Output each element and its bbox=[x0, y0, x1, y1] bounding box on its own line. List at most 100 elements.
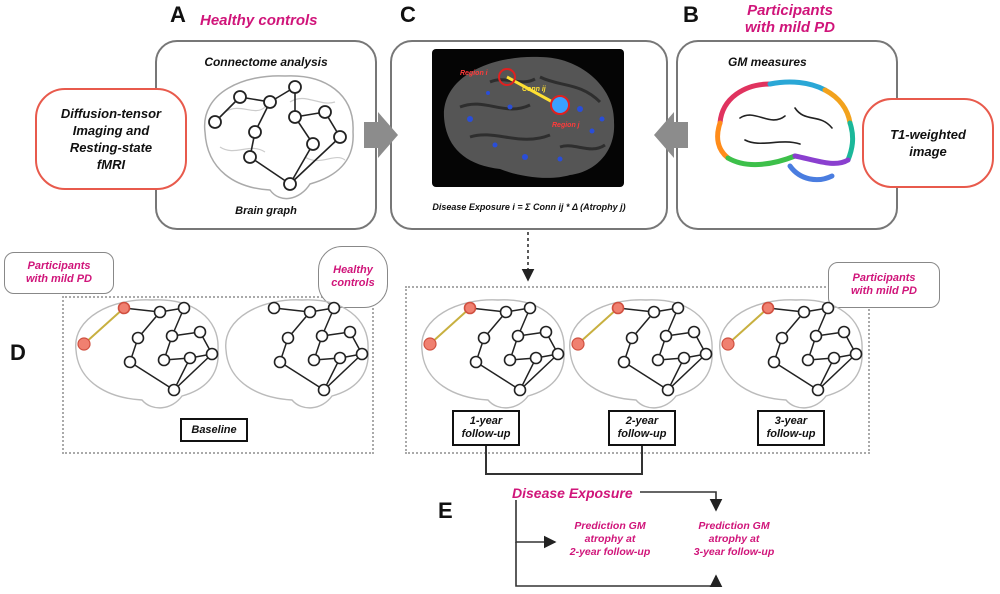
panel-a-heading: Connectome analysis bbox=[204, 55, 328, 69]
graph-node bbox=[827, 351, 841, 365]
fu2-line1: 2-year bbox=[625, 415, 659, 427]
graph-edge bbox=[129, 361, 175, 391]
graph-node bbox=[469, 355, 483, 369]
seed-node bbox=[423, 337, 437, 351]
brain-outline bbox=[225, 299, 369, 409]
dti-line4: fMRI bbox=[96, 157, 126, 172]
region-j-marker bbox=[550, 95, 570, 115]
graph-edge bbox=[623, 361, 669, 391]
panel-a-title: Healthy controls bbox=[200, 12, 318, 29]
right-pd-label: Participants with mild PD bbox=[828, 262, 940, 308]
graph-node bbox=[205, 347, 219, 361]
graph-node bbox=[687, 325, 701, 339]
graph-node bbox=[165, 329, 179, 343]
seed-edge bbox=[429, 307, 471, 345]
gm-parcellation-brain bbox=[715, 79, 856, 183]
graph-node bbox=[317, 383, 331, 397]
baseline-dotted-group bbox=[62, 296, 374, 454]
seed-edge bbox=[577, 307, 619, 345]
graph-node bbox=[671, 301, 685, 315]
disease-exposure-label: Disease Exposure bbox=[512, 485, 633, 501]
brain-outline bbox=[719, 299, 863, 409]
baseline-hc-brain bbox=[225, 299, 369, 409]
brain-outline bbox=[421, 299, 565, 409]
graph-node bbox=[167, 383, 181, 397]
panel-b-box: GM measures bbox=[676, 40, 898, 230]
arrow-b-to-c bbox=[654, 112, 688, 158]
panel-b-title: Participants with mild PD bbox=[720, 2, 860, 36]
graph-node bbox=[315, 329, 329, 343]
graph-node bbox=[837, 325, 851, 339]
dti-line2: Imaging and bbox=[72, 123, 150, 138]
panel-a-brain-graph bbox=[204, 75, 354, 200]
graph-node bbox=[333, 351, 347, 365]
panel-letter-a: A bbox=[170, 2, 186, 27]
graph-node bbox=[659, 329, 673, 343]
graph-node bbox=[343, 325, 357, 339]
graph-node bbox=[529, 351, 543, 365]
prediction-3yr: Prediction GM atrophy at 3-year follow-u… bbox=[674, 520, 794, 559]
graph-node bbox=[611, 301, 625, 315]
graph-edge bbox=[323, 353, 363, 391]
cortex-render: Region i Conn ij Region j bbox=[443, 56, 615, 178]
panel-letter-c: C bbox=[400, 2, 416, 27]
panel-b-input-pill: T1-weighted image bbox=[862, 98, 994, 188]
graph-node bbox=[281, 331, 295, 345]
seed-node bbox=[77, 337, 91, 351]
region-i-label: Region i bbox=[460, 70, 489, 77]
disease-exposure-formula: Disease Exposure i = Σ Conn ij * Δ (Atro… bbox=[432, 202, 626, 212]
prediction-2yr: Prediction GM atrophy at 2-year follow-u… bbox=[550, 520, 670, 559]
panel-a-caption: Brain graph bbox=[235, 205, 297, 217]
graph-node bbox=[177, 301, 191, 315]
graph-edge bbox=[475, 361, 521, 391]
graph-node bbox=[193, 325, 207, 339]
seed-node bbox=[571, 337, 585, 351]
graph-node bbox=[617, 355, 631, 369]
seed-edge bbox=[727, 307, 769, 345]
graph-node bbox=[801, 353, 815, 367]
graph-node bbox=[267, 301, 281, 315]
t1-line2: image bbox=[909, 144, 947, 159]
graph-node bbox=[821, 301, 835, 315]
right-pd-line2: with mild PD bbox=[851, 285, 917, 297]
region-j-label: Region j bbox=[552, 122, 581, 129]
graph-node bbox=[153, 305, 167, 319]
followup-dotted-group bbox=[405, 286, 870, 454]
graph-node bbox=[327, 301, 341, 315]
graph-node bbox=[809, 329, 823, 343]
graph-node bbox=[551, 347, 565, 361]
fu3-line2: follow-up bbox=[766, 428, 816, 440]
graph-node bbox=[117, 301, 131, 315]
graph-edge bbox=[173, 353, 213, 391]
graph-node bbox=[273, 355, 287, 369]
panel-a-input-pill: Diffusion-tensor Imaging and Resting-sta… bbox=[35, 88, 187, 190]
pred2-line3: 2-year follow-up bbox=[569, 546, 651, 558]
graph-node bbox=[647, 305, 661, 319]
brain-outline bbox=[75, 299, 219, 409]
graph-node bbox=[123, 355, 137, 369]
fu1-line1: 1-year bbox=[469, 415, 503, 427]
graph-node bbox=[511, 329, 525, 343]
graph-node bbox=[849, 347, 863, 361]
exposure-to-2yr bbox=[515, 500, 557, 549]
graph-node bbox=[811, 383, 825, 397]
arrow-a-to-c bbox=[364, 112, 398, 158]
baseline-pd-brain bbox=[75, 299, 219, 409]
panel-letter-b: B bbox=[683, 2, 699, 27]
graph-node bbox=[539, 325, 553, 339]
panel-b-title-line1: Participants bbox=[747, 2, 833, 19]
hc-line2: controls bbox=[331, 277, 375, 289]
panel-b-heading: GM measures bbox=[728, 55, 807, 69]
brain-outline bbox=[569, 299, 713, 409]
hc-line1: Healthy bbox=[333, 264, 373, 276]
panel-b-title-line2: with mild PD bbox=[745, 19, 835, 36]
graph-node bbox=[625, 331, 639, 345]
conn-line bbox=[506, 75, 559, 107]
graph-node bbox=[157, 353, 171, 367]
exposure-to-3yr bbox=[640, 491, 723, 512]
graph-edge bbox=[817, 353, 857, 391]
fu1-fu2-bracket bbox=[485, 446, 643, 475]
